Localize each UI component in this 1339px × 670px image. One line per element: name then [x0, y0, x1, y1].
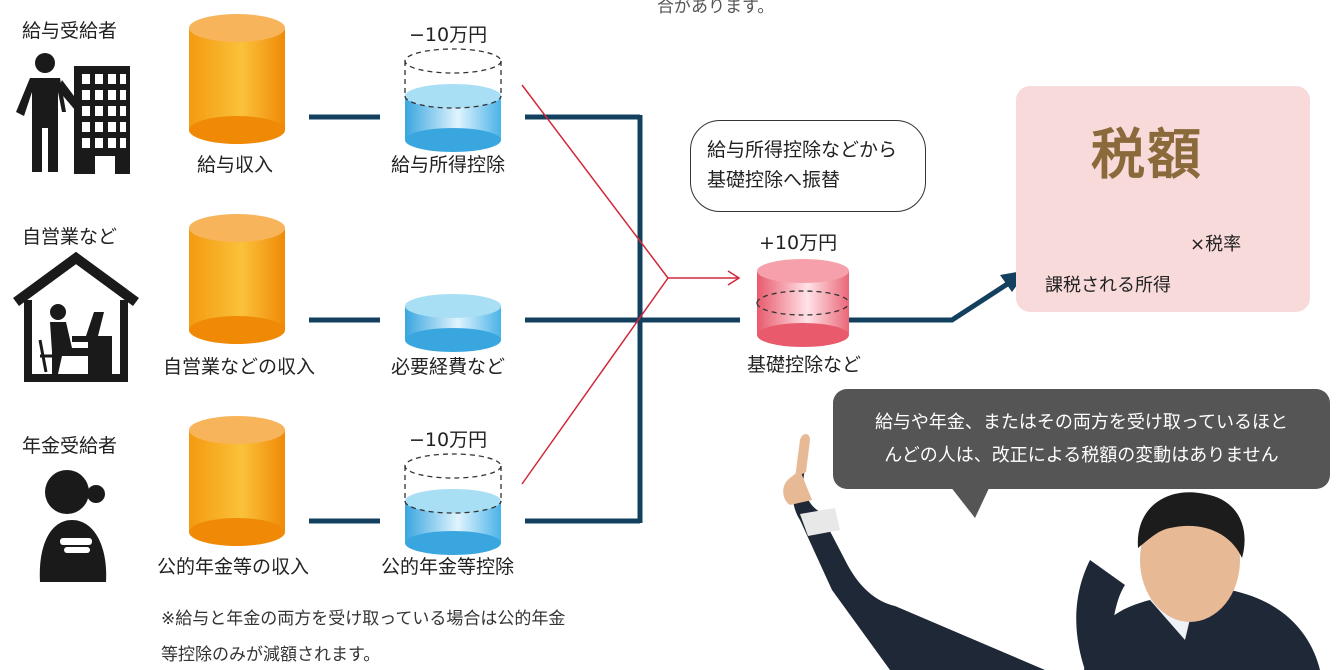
footnote-line-1: ※給与と年金の両方を受け取っている場合は公的年金	[161, 609, 566, 629]
change-label-pension: −10万円	[409, 429, 488, 451]
income-label-self-employed: 自営業などの収入	[163, 356, 316, 378]
transfer-lines	[521, 84, 741, 485]
speech-bubble: 給与や年金、またはその両方を受け取っているほと んどの人は、改正による税額の変動…	[833, 389, 1330, 489]
home-office-icon	[13, 251, 139, 382]
cylinder-basic-deduction	[756, 259, 850, 347]
cylinder-pension-income	[189, 416, 285, 546]
speech-line-2: んどの人は、改正による税額の変動はありません	[884, 445, 1279, 466]
transfer-note-line-1: 給与所得控除などから	[707, 139, 898, 161]
top-note: 合があります。	[657, 0, 775, 17]
group-label-pensioner: 年金受給者	[22, 435, 118, 457]
speech-line-1: 給与や年金、またはその両方を受け取っているほと	[874, 412, 1289, 433]
transfer-note-line-2: 基礎控除へ振替	[707, 169, 841, 191]
cylinder-salary-deduction	[404, 48, 502, 152]
cylinder-self-employed-income	[189, 214, 285, 344]
group-label-self-employed: 自営業など	[22, 226, 118, 248]
tax-box	[1016, 86, 1310, 312]
cylinder-salary-income	[189, 14, 285, 144]
tax-title: 税額	[1091, 123, 1203, 186]
deduction-label-self-employed: 必要経費など	[391, 356, 506, 378]
taxable-income-label: 課税される所得	[1045, 275, 1171, 296]
change-label-basic: +10万円	[759, 232, 838, 254]
basic-deduction-label: 基礎控除など	[747, 354, 862, 376]
income-label-pension: 公的年金等の収入	[157, 556, 310, 578]
salary-earner-icon	[16, 53, 130, 174]
group-label-salary-earner: 給与受給者	[22, 20, 118, 42]
deduction-label-pension: 公的年金等控除	[381, 556, 515, 578]
cylinder-pension-deduction	[404, 453, 502, 555]
pensioner-icon	[39, 470, 107, 582]
deduction-label-salary: 給与所得控除	[391, 154, 506, 176]
speech-bubble-tail	[950, 486, 990, 518]
connector-lines	[309, 114, 1028, 524]
tax-rate-label: ×税率	[1190, 234, 1242, 255]
presenter-photo	[783, 434, 1320, 670]
footnote-line-2: 等控除のみが減額されます。	[161, 645, 381, 665]
cylinder-necessary-expenses	[405, 294, 501, 352]
change-label-salary: −10万円	[409, 24, 488, 46]
transfer-note-box: 給与所得控除などから 基礎控除へ振替	[690, 120, 926, 212]
income-label-salary: 給与収入	[197, 154, 274, 176]
